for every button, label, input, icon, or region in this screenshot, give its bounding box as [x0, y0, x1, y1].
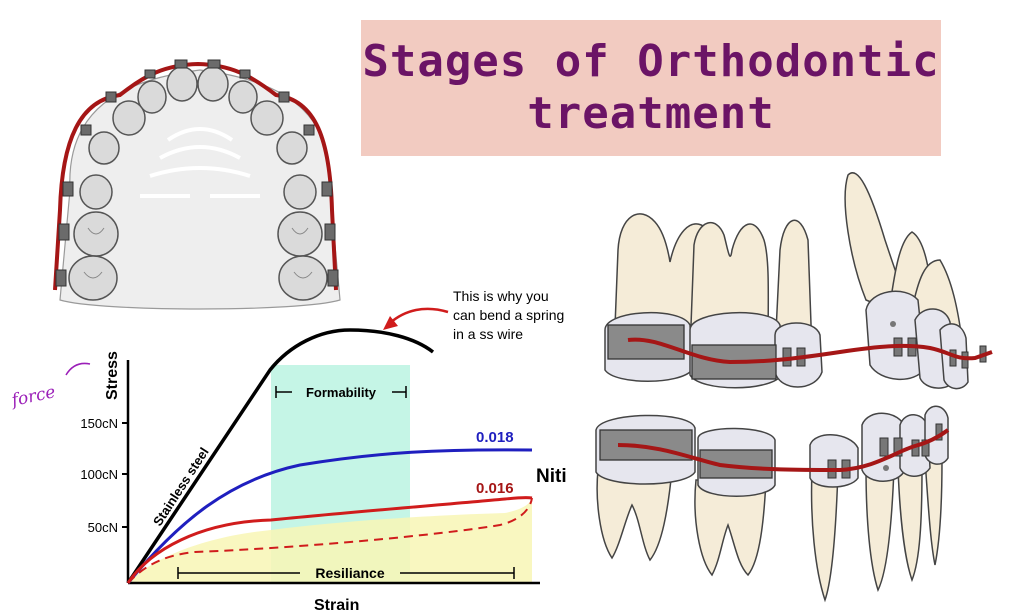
niti-label: Niti	[536, 466, 567, 487]
lower-teeth-braces-illustration	[595, 405, 950, 603]
page-title: Stages of Orthodontic treatment	[362, 36, 940, 139]
formability-label: Formability	[306, 385, 377, 400]
x-axis-title: Strain	[314, 597, 359, 614]
force-annotation: force	[8, 362, 91, 411]
upper-teeth-braces-illustration	[604, 172, 993, 390]
title-box: Stages of Orthodontic treatment	[361, 20, 941, 156]
note-line-2: can bend a spring	[453, 307, 564, 323]
niti-unloading-curve	[127, 497, 533, 584]
force-label: force	[8, 382, 57, 411]
tick-label-50: 50cN	[88, 520, 118, 535]
wire-018-curve	[126, 448, 533, 584]
note-line-1: This is why you	[453, 288, 549, 304]
resiliance-label: Resiliance	[315, 565, 384, 581]
upper-arch-illustration	[53, 59, 341, 310]
note-line-3: in a ss wire	[453, 326, 523, 342]
resiliance-region	[128, 498, 532, 583]
wire-016-label: 0.016	[476, 480, 514, 497]
stainless-steel-curve	[126, 328, 435, 584]
tick-label-150: 150cN	[80, 416, 118, 431]
wire-018-label: 0.018	[476, 429, 514, 446]
wire-016-curve	[126, 496, 533, 584]
tick-label-100: 100cN	[80, 467, 118, 482]
note-annotation: This is why you can bend a spring in a s…	[383, 288, 564, 342]
stainless-steel-label: Stainless steel	[150, 445, 212, 529]
y-axis-title: Stress	[104, 351, 121, 400]
stress-strain-diagram: Stress Strain 150cN 100cN 50cN Formabili…	[80, 328, 567, 614]
